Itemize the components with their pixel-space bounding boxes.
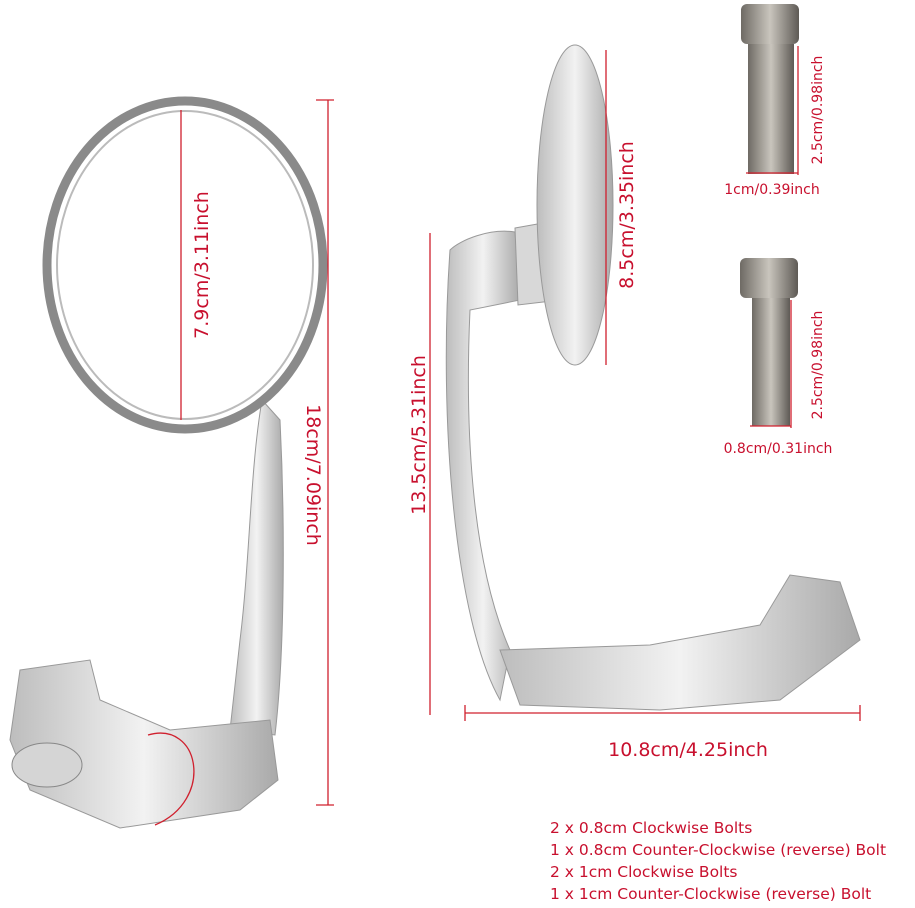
bracket-height-label: 13.5cm/5.31inch	[408, 355, 430, 515]
bolt-2-length-label: 2.5cm/0.98inch	[810, 311, 826, 420]
left-mirror	[9, 96, 328, 829]
bolt-1-diameter-label: 1cm/0.39inch	[724, 182, 819, 198]
list-item: 2 x 0.8cm Clockwise Bolts	[550, 819, 753, 837]
bolt-1-length-label: 2.5cm/0.98inch	[810, 56, 826, 165]
right-glass-height-label: 8.5cm/3.35inch	[616, 141, 638, 289]
rotate-arrow-icon	[147, 732, 195, 826]
list-item: 1 x 1cm Counter-Clockwise (reverse) Bolt	[550, 885, 872, 903]
list-item: 1 x 0.8cm Counter-Clockwise (reverse) Bo…	[550, 841, 887, 859]
contents-list: 2 x 0.8cm Clockwise Bolts 1 x 0.8cm Coun…	[550, 817, 886, 905]
bolt-1cm	[741, 4, 799, 174]
list-item: 2 x 1cm Clockwise Bolts	[550, 863, 738, 881]
right-mirror	[445, 44, 861, 711]
left-total-height-label: 18cm/7.09inch	[302, 404, 324, 546]
bolt-0-8cm	[740, 258, 798, 426]
bolt-2-diameter-label: 0.8cm/0.31inch	[724, 441, 833, 457]
left-glass-height-label: 7.9cm/3.11inch	[191, 191, 213, 339]
bracket-width-label: 10.8cm/4.25inch	[608, 739, 768, 761]
